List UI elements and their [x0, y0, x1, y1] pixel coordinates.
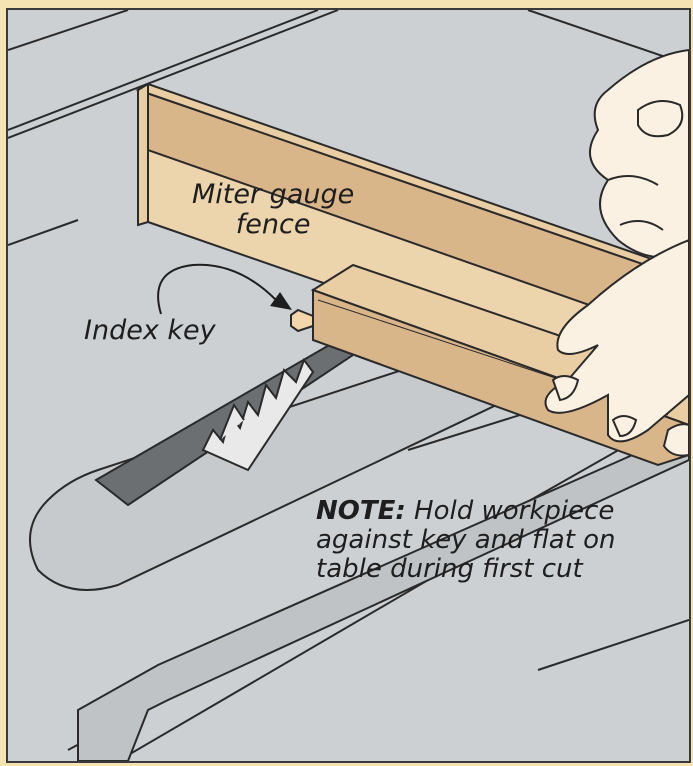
fence-label-line1: Miter gauge: [192, 179, 355, 210]
miter-slot: [77, 428, 689, 761]
note-callout: NOTE: Hold workpiece against key and fla…: [316, 497, 616, 584]
hand-top: [589, 48, 689, 259]
fence-label-line2: fence: [235, 209, 311, 240]
table-saw-illustration: [8, 10, 689, 761]
note-line3: table during first cut: [316, 554, 583, 584]
index-key-label: Index key: [84, 315, 216, 346]
throat-plate: [29, 343, 530, 591]
index-key: [290, 308, 314, 333]
illustration-frame: Miter gauge fence Index key NOTE: Hold w…: [6, 8, 691, 763]
saw-blade: [201, 357, 315, 472]
note-line2: against key and flat on: [316, 525, 616, 555]
note-line1-text: Hold workpiece: [414, 496, 615, 526]
index-key-arrow: [157, 263, 292, 315]
hand-bottom: [544, 238, 689, 457]
note-line1: NOTE: Hold workpiece: [316, 497, 616, 526]
miter-gauge-fence-label: Miter gauge fence: [192, 180, 354, 240]
note-heading: NOTE:: [316, 496, 406, 526]
